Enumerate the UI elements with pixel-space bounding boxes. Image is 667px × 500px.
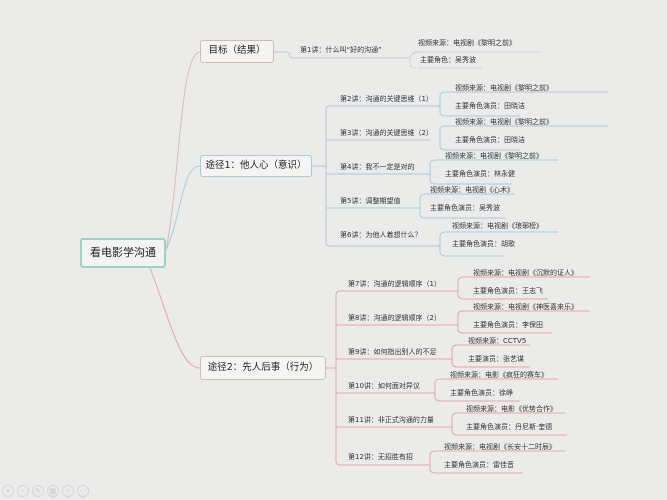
lecture-actor[interactable]: 主要角色演员：李保田 [473, 321, 543, 329]
lecture-actor[interactable]: 主要角色演员：徐峥 [450, 389, 513, 397]
lecture-title[interactable]: 第9讲：如何指出别人的不足 [348, 348, 437, 356]
lecture-actor[interactable]: 主要角色演员：田晓洁 [455, 102, 525, 110]
lecture-source[interactable]: 视频来源：电视剧《黎明之前》 [445, 152, 543, 160]
grid-icon[interactable]: ▦ [47, 485, 59, 497]
lecture-source[interactable]: 视频来源：电视剧《黎明之前》 [455, 84, 553, 92]
lecture-actor[interactable]: 主要角色演员：胡歌 [452, 240, 515, 248]
root-node[interactable]: 看电影学沟通 [80, 238, 166, 268]
back-icon[interactable]: ‹ [17, 485, 29, 497]
lecture-source[interactable]: 视频来源：电影《疯狂的赛车》 [450, 371, 548, 379]
edit-icon[interactable]: ✎ [32, 485, 44, 497]
lecture-title[interactable]: 第10讲：如何面对异议 [348, 382, 420, 390]
lecture-actor[interactable]: 主要角色演员：吴秀波 [430, 204, 500, 212]
lecture-actor[interactable]: 主要角色演员：王志飞 [473, 287, 543, 295]
zoom-icon[interactable]: ⌕ [62, 485, 74, 497]
lecture-source[interactable]: 视频来源：电视剧《长安十二时辰》 [444, 443, 556, 451]
lecture-title[interactable]: 第1讲：什么叫“好的沟通” [300, 46, 382, 54]
lecture-source[interactable]: 视频来源：电视剧《琅琊榜》 [452, 222, 543, 230]
lecture-title[interactable]: 第2讲：沟通的关键思维（1） [340, 95, 433, 103]
lecture-title[interactable]: 第4讲：我不一定是对的 [340, 163, 415, 171]
lecture-title[interactable]: 第5讲：调整期望值 [340, 197, 401, 205]
lecture-actor[interactable]: 主要角色演员：雷佳音 [444, 461, 514, 469]
lecture-source[interactable]: 视频来源：电视剧《沉默的证人》 [473, 269, 578, 277]
branch-path1[interactable]: 途径1：他人心（意识） [200, 155, 312, 177]
more-icon[interactable]: ⋯ [77, 485, 89, 497]
lecture-title[interactable]: 第8讲：沟通的逻辑顺序（2） [348, 314, 441, 322]
lecture-source[interactable]: 视频来源：电视剧《黎明之前》 [418, 39, 516, 47]
lecture-actor[interactable]: 主要角色：吴秀波 [420, 56, 476, 64]
branch-goal[interactable]: 目标（结果） [200, 40, 274, 63]
lecture-title[interactable]: 第7讲：沟通的逻辑顺序（1） [348, 280, 441, 288]
lecture-source[interactable]: 视频来源：电视剧《神医喜来乐》 [473, 303, 578, 311]
lecture-title[interactable]: 第11讲：非正式沟通的力量 [348, 416, 434, 424]
lecture-title[interactable]: 第3讲：沟通的关键思维（2） [340, 129, 433, 137]
lecture-source[interactable]: 视频来源：电视剧《黎明之前》 [455, 118, 553, 126]
branch-path2[interactable]: 途径2：先人后事（行为） [200, 356, 326, 380]
lecture-source[interactable]: 视频来源：电视剧《心术》 [430, 186, 514, 194]
viewer-toolbar: ⏸ ‹ ✎ ▦ ⌕ ⋯ [2, 485, 89, 497]
lecture-actor[interactable]: 主要角色演员：田晓洁 [455, 136, 525, 144]
lecture-title[interactable]: 第12讲：无招胜有招 [348, 453, 413, 461]
lecture-title[interactable]: 第6讲：为他人着想什么？ [340, 231, 422, 239]
lecture-actor[interactable]: 主要演员：张艺谋 [468, 355, 524, 363]
lecture-actor[interactable]: 主要角色演员：丹尼斯·奎德 [466, 423, 553, 431]
lecture-actor[interactable]: 主要角色演员：林永健 [445, 170, 515, 178]
pause-icon[interactable]: ⏸ [2, 485, 14, 497]
lecture-source[interactable]: 视频来源：电影《优势合作》 [466, 405, 557, 413]
lecture-source[interactable]: 视频来源：CCTV5 [468, 337, 527, 345]
